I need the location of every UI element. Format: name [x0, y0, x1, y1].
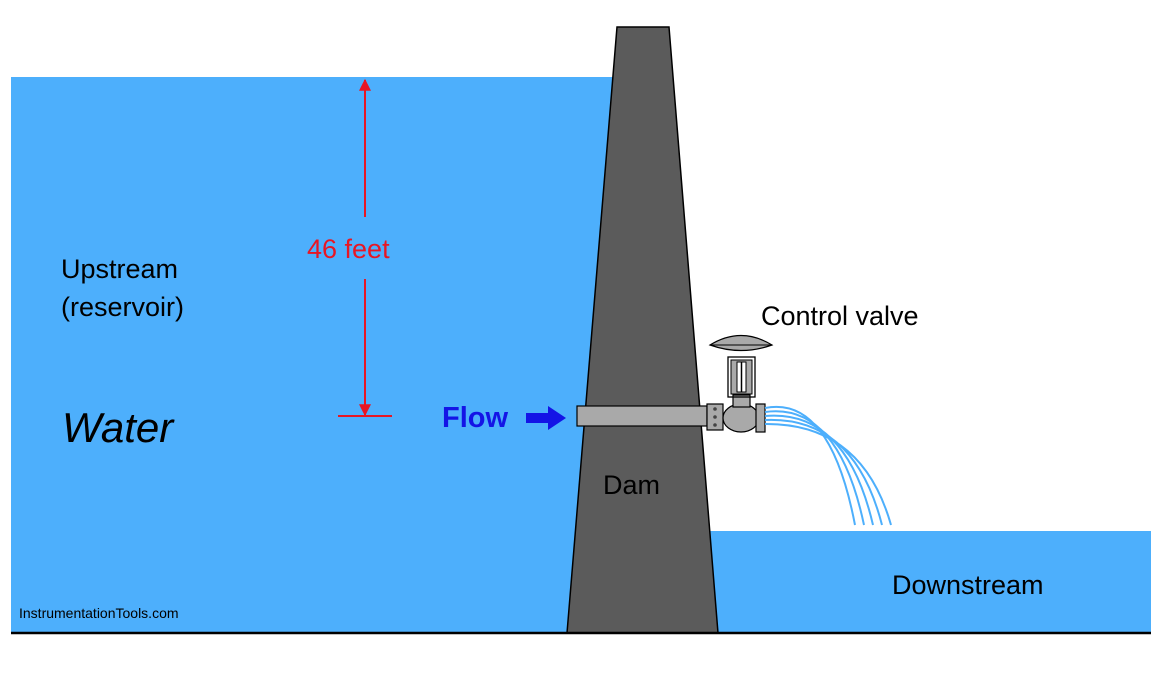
- downstream-label: Downstream: [892, 570, 1044, 600]
- upstream-water: [11, 77, 616, 633]
- flow-arrow: [526, 406, 566, 430]
- upstream-label: Upstream: [61, 254, 178, 284]
- pipe: [576, 405, 708, 427]
- water-jet: [764, 405, 892, 526]
- control-valve-label: Control valve: [761, 301, 919, 331]
- flow-label: Flow: [442, 402, 508, 434]
- dam-label: Dam: [603, 470, 660, 500]
- height-dimension: [338, 78, 392, 417]
- water-label: Water: [62, 404, 175, 451]
- reservoir-label: (reservoir): [61, 292, 184, 322]
- height-label: 46 feet: [307, 234, 390, 264]
- watermark: InstrumentationTools.com: [19, 605, 179, 621]
- control-valve: [706, 335, 774, 433]
- downstream-water: [706, 531, 1151, 633]
